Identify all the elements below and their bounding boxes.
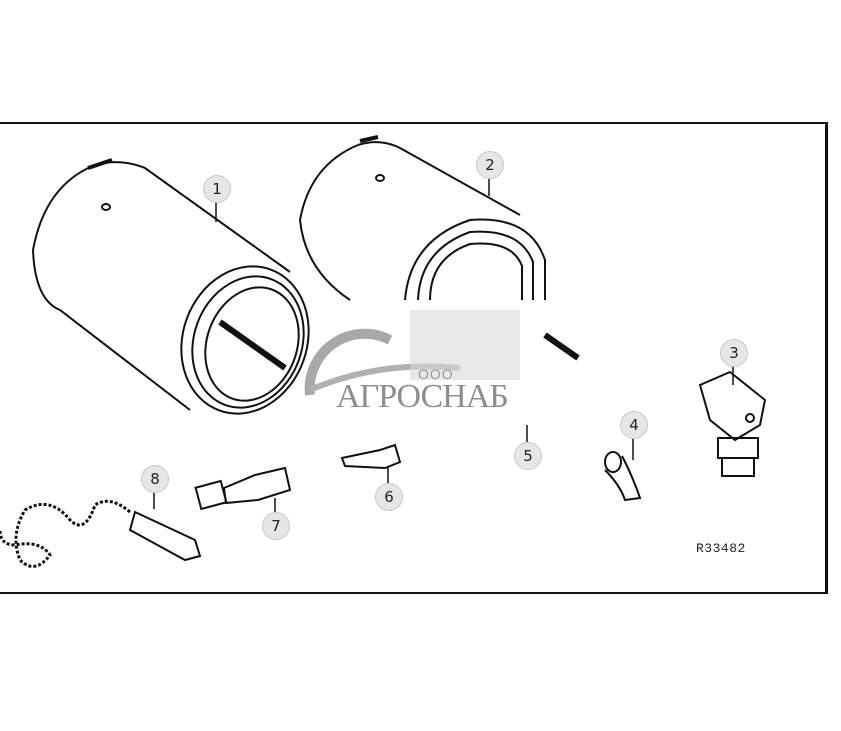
part-3-elbow <box>698 370 767 477</box>
watermark-logo <box>304 310 520 396</box>
callout-4: 4 <box>620 411 648 439</box>
callout-6: 6 <box>375 483 403 511</box>
part-8-plug-chain <box>0 499 202 568</box>
callout-8: 8 <box>141 465 169 493</box>
leader-lines <box>153 177 734 512</box>
callout-7: 7 <box>262 512 290 540</box>
diagram-frame <box>0 122 828 594</box>
callout-3: 3 <box>720 339 748 367</box>
reference-code: R33482 <box>696 541 746 556</box>
part-1-cylinder <box>31 158 310 415</box>
watermark-prefix: ООО <box>418 366 454 382</box>
watermark-name: АГРОСНАБ <box>336 378 509 415</box>
callout-5: 5 <box>514 442 542 470</box>
part-4-fitting <box>604 451 642 502</box>
callout-1: 1 <box>203 175 231 203</box>
part-2-cylinder <box>298 135 580 361</box>
part-6-adapter <box>340 443 402 470</box>
callout-2: 2 <box>476 151 504 179</box>
part-7-coupler <box>194 466 292 511</box>
